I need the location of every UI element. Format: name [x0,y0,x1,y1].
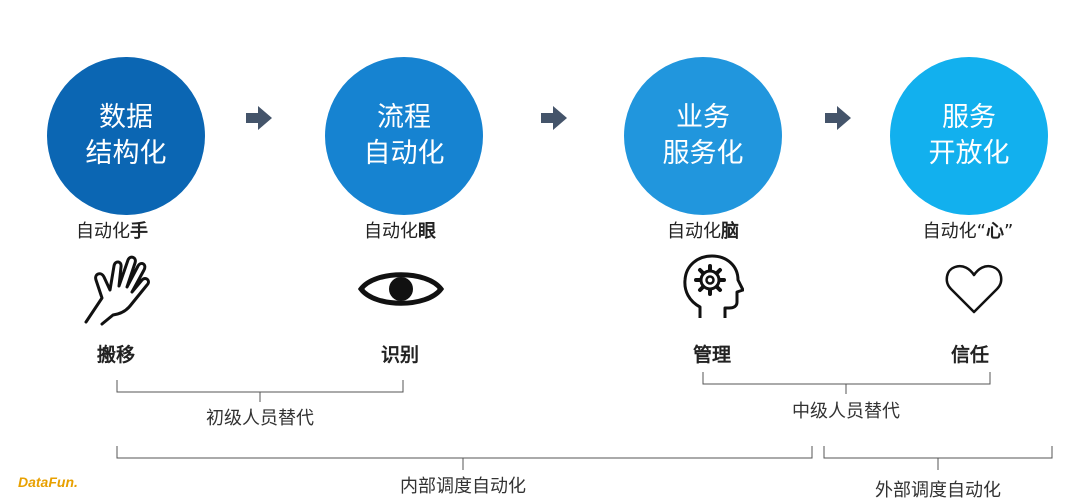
stage-3-action: 管理 [692,344,732,366]
stage-2-line2: 自动化 [363,138,445,169]
stage-3-heading: 自动化脑 [667,217,739,243]
heading-bold: 手 [130,221,148,242]
middle-replacement-label: 中级人员替代 [792,401,900,422]
junior-replacement-label: 初级人员替代 [206,408,314,429]
arrow-right-icon [825,106,851,130]
stage-circle-4: 服务 开放化 [890,57,1048,215]
eye-icon [358,272,444,306]
heading-bold: 眼 [418,221,436,242]
stage-1-line1: 数据 [99,102,153,133]
stage-2-line1: 流程 [377,102,431,133]
internal-scheduling-label: 内部调度自动化 [400,476,526,497]
stage-4-action: 信任 [950,344,990,366]
stage-1-action: 搬移 [96,344,136,366]
stage-1-line2: 结构化 [85,138,167,169]
stage-3-line2: 服务化 [662,138,744,169]
stage-3-line1: 业务 [676,102,730,133]
heading-prefix: 自动化 [364,221,418,242]
heading-bold: 心 [986,221,1004,242]
brain-gear-icon [683,254,744,318]
arrow-right-icon [246,106,272,130]
heading-prefix: 自动化 [667,221,721,242]
arrow-right-icon [541,106,567,130]
heading-prefix: 自动化 [76,221,130,242]
stage-circle-3: 业务 服务化 [624,57,782,215]
stage-2-heading: 自动化眼 [364,217,436,243]
heading-prefix: 自动化“ [922,221,986,242]
stage-1-heading: 自动化手 [76,217,148,243]
stage-2-action: 识别 [380,344,420,366]
heading-suffix: ” [1004,221,1014,242]
stage-circle-2: 流程 自动化 [325,57,483,215]
datafun-logo: DataFun. [18,474,78,490]
external-scheduling-label: 外部调度自动化 [875,480,1001,501]
stage-circle-1: 数据 结构化 [47,57,205,215]
heart-icon [945,264,1003,314]
stage-4-line2: 开放化 [928,138,1010,169]
stage-4-line1: 服务 [942,102,996,133]
hand-icon [84,255,150,326]
heading-bold: 脑 [721,221,739,242]
stage-4-heading: 自动化“心” [923,217,1014,243]
